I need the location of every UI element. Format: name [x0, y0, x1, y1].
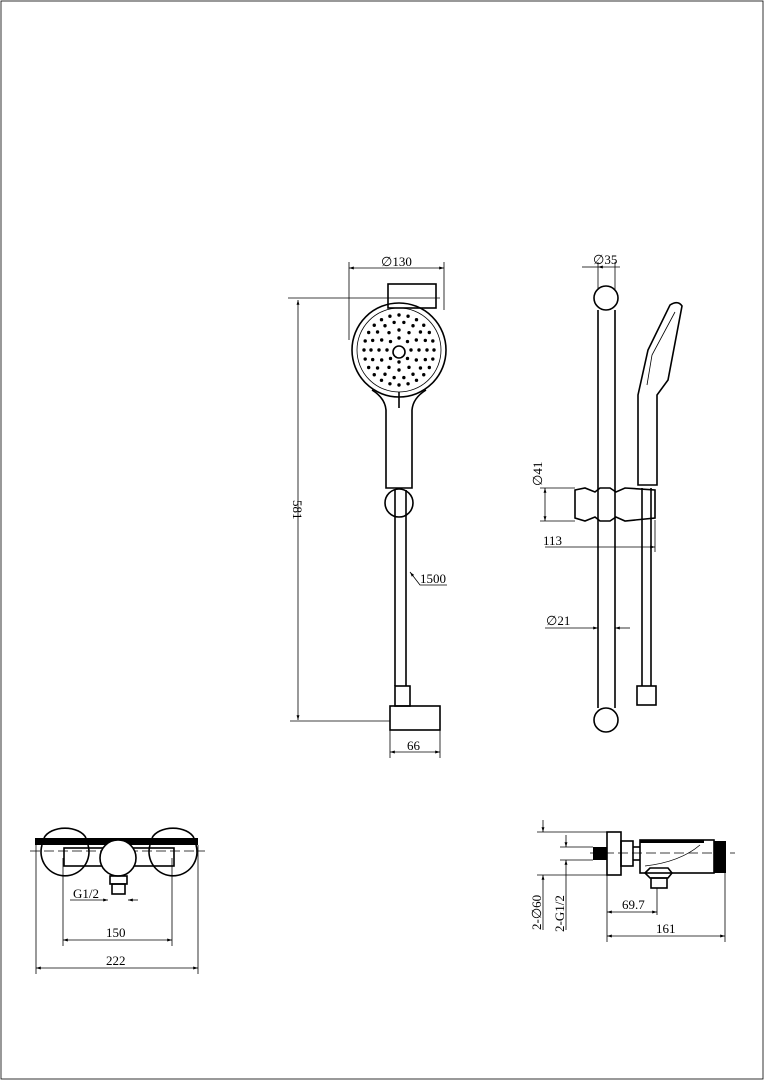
nozzle-dot — [409, 348, 413, 352]
hand-shower-dimensions: ∅130 581 1500 66 — [288, 254, 447, 758]
nozzle-dot — [366, 365, 371, 370]
nozzle-dot — [383, 372, 387, 376]
nozzle-dot — [370, 357, 375, 362]
nozzle-dot — [407, 365, 411, 370]
nozzle-dot — [402, 375, 406, 380]
nozzle-dot — [397, 368, 401, 372]
dim-connector-width: 66 — [407, 738, 421, 753]
nozzle-dot — [418, 330, 423, 334]
nozzle-dot — [385, 348, 389, 352]
slide-rail-dimensions: ∅35 ∅41 113 ∅21 — [530, 252, 656, 630]
nozzle-dot — [392, 320, 396, 325]
nozzle-dot — [414, 317, 419, 322]
nozzle-dot — [431, 357, 435, 361]
nozzle-dot — [372, 373, 376, 377]
nozzle-dot — [411, 372, 415, 376]
spray-nozzles — [362, 313, 436, 387]
nozzle-dot — [414, 378, 419, 383]
hand-shower-front-view — [351, 283, 447, 731]
nozzle-dot — [363, 339, 367, 343]
dim-outlet-thread: G1/2 — [73, 886, 99, 901]
nozzle-dot — [422, 373, 426, 377]
dim-head-diameter: ∅130 — [381, 254, 412, 269]
nozzle-dot — [387, 365, 391, 370]
nozzle-dot — [423, 338, 428, 343]
nozzle-dot — [392, 375, 396, 380]
nozzle-dot — [379, 358, 384, 362]
nozzle-dot — [427, 365, 432, 370]
nozzle-dot — [414, 358, 419, 362]
nozzle-dot — [377, 348, 381, 352]
nozzle-dot — [379, 317, 384, 322]
nozzle-dot — [411, 324, 415, 328]
dim-flange-diameter: 2-∅60 — [529, 895, 544, 930]
nozzle-dot — [366, 330, 371, 335]
nozzle-dot — [406, 314, 410, 318]
nozzle-dot — [379, 378, 384, 383]
nozzle-dot — [397, 383, 401, 387]
nozzle-dot — [388, 339, 393, 344]
nozzle-dot — [388, 314, 392, 318]
nozzle-dot — [375, 330, 380, 334]
dim-mixer-depth: 161 — [656, 921, 676, 936]
nozzle-dot — [388, 356, 393, 361]
nozzle-dot — [405, 339, 410, 344]
dim-slider-projection: 113 — [543, 533, 562, 548]
mixer-side-dimensions: 2-∅60 2-G1/2 69.7 161 — [529, 820, 726, 942]
nozzle-dot — [418, 366, 423, 370]
nozzle-dot — [417, 348, 421, 352]
nozzle-dot — [383, 324, 387, 328]
nozzle-dot — [414, 338, 419, 342]
nozzle-dot — [397, 360, 401, 364]
nozzle-dot — [397, 336, 401, 340]
nozzle-dot — [405, 356, 410, 361]
nozzle-dot — [375, 366, 380, 370]
nozzle-dot — [397, 328, 401, 332]
nozzle-dot — [362, 348, 366, 352]
nozzle-dot — [407, 330, 411, 335]
nozzle-dot — [425, 348, 429, 352]
dim-rail-diameter: ∅35 — [593, 252, 617, 267]
nozzle-dot — [379, 338, 384, 342]
nozzle-dot — [372, 323, 376, 327]
mixer-side-view — [590, 831, 735, 889]
nozzle-dot — [388, 382, 392, 386]
nozzle-dot — [422, 323, 426, 327]
nozzle-dot — [423, 357, 428, 362]
nozzle-dot — [397, 313, 401, 317]
dim-mixer-width: 222 — [106, 953, 126, 968]
dim-outlet-offset: 69.7 — [622, 897, 645, 912]
dim-total-height: 581 — [290, 500, 305, 520]
nozzle-dot — [432, 348, 436, 352]
mixer-front-dimensions: G1/2 150 222 — [35, 845, 199, 974]
nozzle-dot — [431, 339, 435, 343]
slide-rail-side-view — [574, 285, 683, 733]
dim-inlet-thread: 2-G1/2 — [552, 895, 567, 932]
dim-rail-inner-diameter: ∅21 — [546, 613, 570, 628]
mixer-front-view — [30, 827, 205, 895]
nozzle-dot — [370, 338, 375, 343]
nozzle-dot — [369, 348, 373, 352]
nozzle-dot — [387, 330, 391, 335]
nozzle-dot — [427, 330, 432, 335]
nozzle-dot — [406, 382, 410, 386]
nozzle-dot — [402, 320, 406, 325]
dim-mixer-centers: 150 — [106, 925, 126, 940]
nozzle-dot — [363, 357, 367, 361]
dim-hose-length: 1500 — [420, 571, 446, 586]
dim-slider-diameter: ∅41 — [530, 462, 545, 486]
